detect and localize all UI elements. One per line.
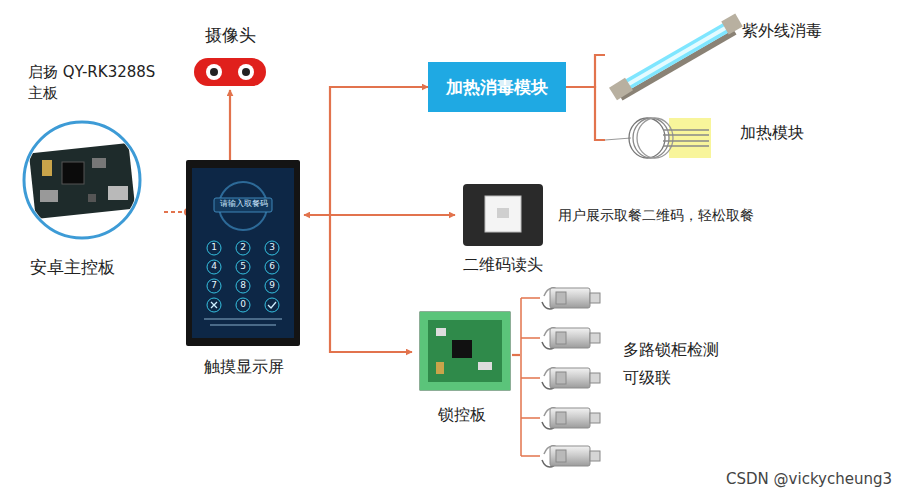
key-digit: 2	[236, 242, 250, 254]
module-box: 加热消毒模块	[428, 62, 566, 112]
camera: 摄像头	[190, 24, 270, 90]
key-digit: 0	[236, 299, 250, 311]
main-board: 启扬 QY-RK3288S主板安卓主控板	[22, 62, 164, 284]
lock-group: 多路锁柜检测 可级联	[520, 280, 770, 472]
heater: 加热模块	[605, 108, 820, 168]
lock-board: 锁控板	[412, 306, 512, 432]
connector	[512, 354, 520, 356]
connector	[566, 55, 605, 87]
connector	[304, 215, 412, 352]
node-label: 锁控板	[412, 404, 512, 426]
node-label: 二维码读头	[455, 254, 551, 276]
watermark: CSDN @vickycheung3	[722, 470, 892, 490]
qr-reader: 二维码读头 用户展示取餐二维码，轻松取餐	[455, 180, 800, 278]
key-digit: 9	[265, 280, 279, 292]
node-note: 用户展示取餐二维码，轻松取餐	[558, 206, 798, 226]
node-label: 加热消毒模块	[446, 76, 548, 98]
node-note: 安卓主控板	[30, 256, 160, 280]
node-label: 摄像头	[190, 24, 270, 48]
connector	[304, 87, 428, 215]
connector	[229, 90, 231, 160]
key-digit: 6	[265, 261, 279, 273]
connector	[164, 211, 184, 213]
node-label: 紫外线消毒	[742, 20, 842, 42]
touch-screen-picture	[184, 160, 304, 388]
key-digit: 5	[236, 261, 250, 273]
node-label: 触摸显示屏	[184, 356, 304, 378]
uv-lamp: 紫外线消毒	[605, 8, 845, 100]
connector	[566, 87, 605, 140]
key-digit: 7	[207, 280, 221, 292]
node-label: 启扬 QY-RK3288S主板	[28, 62, 162, 104]
key-digit: 1	[207, 242, 221, 254]
node-label: 加热模块	[740, 122, 820, 144]
input-hint: 请输入取餐码	[216, 199, 272, 209]
node-label: 多路锁柜检测 可级联	[623, 336, 733, 392]
touch-screen: 触摸显示屏	[184, 160, 304, 388]
key-digit: 8	[236, 280, 250, 292]
key-digit: 3	[265, 242, 279, 254]
key-digit: 4	[207, 261, 221, 273]
